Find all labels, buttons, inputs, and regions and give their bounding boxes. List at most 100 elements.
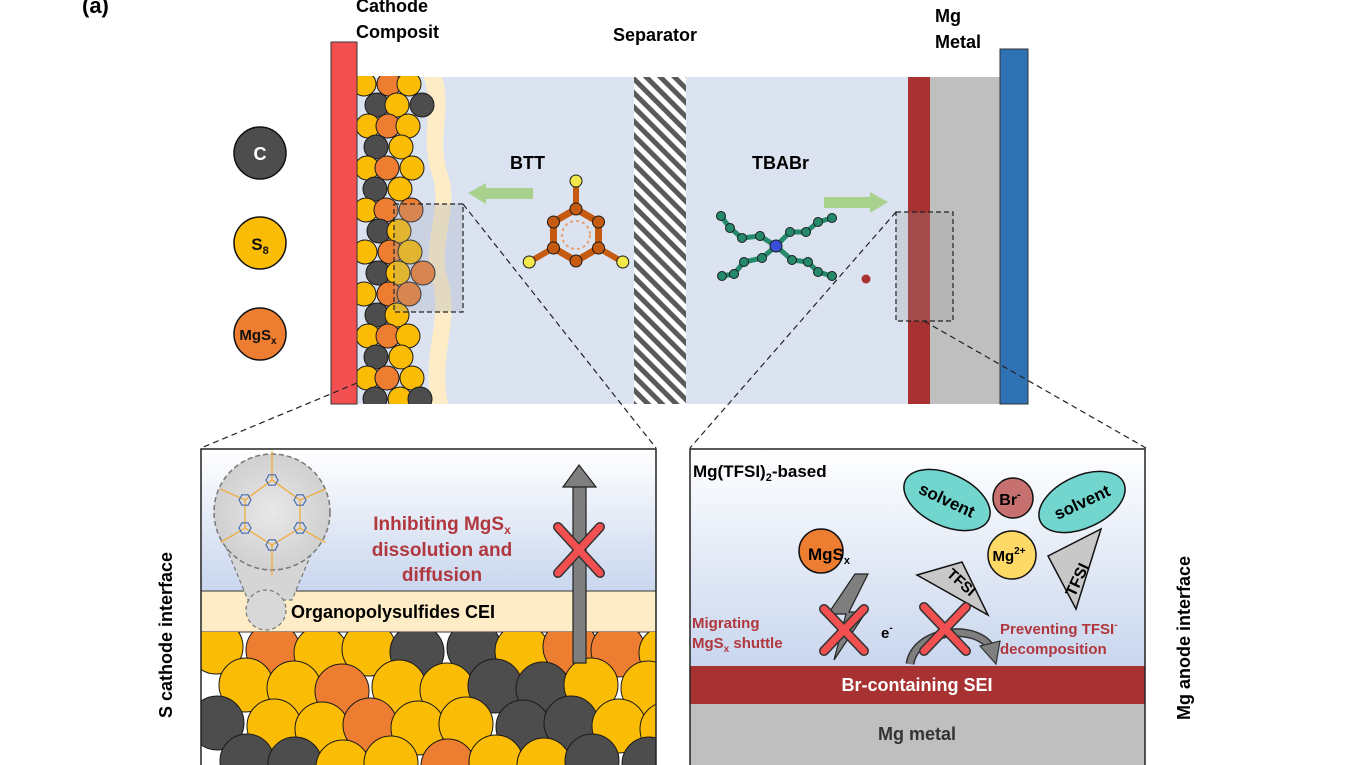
- left-panel-frame: [200, 448, 657, 765]
- electron-sup: -: [889, 623, 892, 634]
- tbabr-carbon-atom: [717, 271, 727, 281]
- anode-interface-title: Mg anode interface: [1174, 556, 1194, 720]
- zoom-guides: [200, 203, 1147, 449]
- cathode-current-collector: [330, 41, 358, 405]
- btt-aromatic-ring: [561, 220, 591, 250]
- polymer-ring: [247, 527, 252, 534]
- cathode-particle: [386, 218, 412, 244]
- cei-particle: [420, 738, 476, 765]
- btt-sulfur-atom: [569, 174, 583, 188]
- mgsx-particle: [798, 528, 844, 574]
- polymer-ring: [302, 494, 307, 501]
- cathode-particle: [387, 176, 413, 202]
- svg-text:MgSx shuttle: MgSx shuttle: [692, 635, 783, 655]
- migrating-line1: Migrating: [692, 615, 760, 632]
- cathode-label-line1: Cathode: [356, 0, 428, 16]
- cei-particle: [201, 695, 245, 751]
- blocked-diffusion-arrow: [561, 463, 598, 664]
- polymer-ring: [293, 494, 298, 501]
- cathode-particle: [374, 155, 400, 181]
- legend-carbon: C: [233, 126, 287, 180]
- tbabr-carbon-atom: [827, 213, 837, 223]
- btt-carbon-atom: [546, 215, 560, 229]
- anode-interface-panel: Mg(TFSI)2-based solvent solvent Br- Mg2+…: [689, 448, 1194, 765]
- polymer-ring: [302, 527, 307, 534]
- bromide-sup: -: [1017, 489, 1021, 501]
- electrolyte-sub: 2: [766, 472, 772, 484]
- tbabr-carbon-atom: [813, 267, 823, 277]
- tbabr-carbon-atom: [757, 253, 767, 263]
- btt-sulfur-atom: [522, 255, 536, 269]
- top-cell: (a) Cathode Composit Separator Mg Metal …: [82, 0, 1029, 405]
- block-cross-left: [553, 522, 605, 578]
- svg-text:MgSx: MgSx: [808, 545, 851, 567]
- polymer-ring: [238, 494, 243, 501]
- polymer-ring: [274, 474, 279, 481]
- polymer-ring: [265, 479, 270, 486]
- sei-label: Br-containing SEI: [841, 675, 992, 695]
- svg-text:Inhibiting MgSx: Inhibiting MgSx: [373, 514, 511, 537]
- right-panel-frame: [689, 448, 1146, 765]
- cathode-particles: [357, 76, 436, 404]
- tbabr-carbon-atom: [737, 233, 747, 243]
- cathode-particle: [396, 281, 422, 307]
- cei-layer: [424, 77, 452, 404]
- cathode-particle: [363, 344, 389, 370]
- tbabr-nitrogen-atom: [769, 239, 783, 253]
- cathode-particle: [397, 239, 423, 265]
- svg-text:Mg2+: Mg2+: [992, 546, 1025, 565]
- cathode-zoom-box: [393, 203, 464, 313]
- mg-label-line2: Metal: [935, 32, 981, 52]
- block-cross-shuttle: [819, 604, 869, 656]
- tbabr-carbon-atom: [787, 255, 797, 265]
- btt-carbon-atom: [592, 241, 606, 255]
- svg-text:e-: e-: [881, 623, 893, 642]
- preventing-line2: decomposition: [1000, 641, 1107, 658]
- cathode-particle: [384, 302, 410, 328]
- svg-text:Preventing TFSI-: Preventing TFSI-: [1000, 620, 1118, 638]
- cathode-particle: [374, 365, 400, 391]
- polymer-ring: [265, 539, 270, 546]
- cei-particle: [516, 737, 572, 765]
- solvent-molecule-right: solvent: [1038, 470, 1126, 534]
- left-arrow: [468, 183, 533, 204]
- polymer-ring: [274, 479, 279, 486]
- mg-ion-sup: 2+: [1014, 546, 1026, 557]
- polymer-ring: [293, 499, 298, 506]
- decomposition-arrowhead: [978, 640, 1001, 666]
- mg-label-line1: Mg: [935, 6, 961, 26]
- tbabr-carbon-atom: [739, 257, 749, 267]
- polymer-ring: [274, 544, 279, 551]
- mg-ion-label: Mg: [992, 548, 1014, 565]
- legend-sulfur: S8: [233, 216, 287, 270]
- cei-particle: [363, 735, 419, 765]
- cei-particle: [315, 739, 371, 765]
- legend-sulfur-label: S: [251, 235, 262, 254]
- polymer-ring: [238, 527, 243, 534]
- bromide-ion: [992, 477, 1034, 519]
- left-particles: [201, 632, 656, 765]
- cathode-particle: [357, 281, 377, 307]
- cathode-particle: [388, 134, 414, 160]
- polymer-ring: [238, 522, 243, 529]
- tbabr-carbon-atom: [827, 271, 837, 281]
- electrolyte-region: [357, 77, 909, 404]
- cei-particle: [564, 733, 620, 765]
- btt-label: BTT: [510, 153, 545, 173]
- cathode-particle: [409, 92, 435, 118]
- cei-particle: [621, 736, 656, 765]
- polymer-ring: [302, 499, 307, 506]
- tbabr-carbon-atom: [801, 227, 811, 237]
- cathode-particle: [385, 260, 411, 286]
- block-cross-decomp: [919, 602, 971, 656]
- right-arrow: [824, 192, 888, 213]
- legend: C S8 MgSx: [233, 126, 287, 361]
- tbabr-carbon-atom: [785, 227, 795, 237]
- cathode-particle: [357, 239, 378, 265]
- cathode-particle: [399, 365, 425, 391]
- electron-label: e: [881, 625, 889, 642]
- legend-mgsx-label: MgS: [239, 327, 271, 344]
- cathode-interface-panel: Organopolysulfides CEI Inhibiting MgSx d…: [156, 448, 657, 765]
- electrolyte-suffix: -based: [772, 462, 827, 481]
